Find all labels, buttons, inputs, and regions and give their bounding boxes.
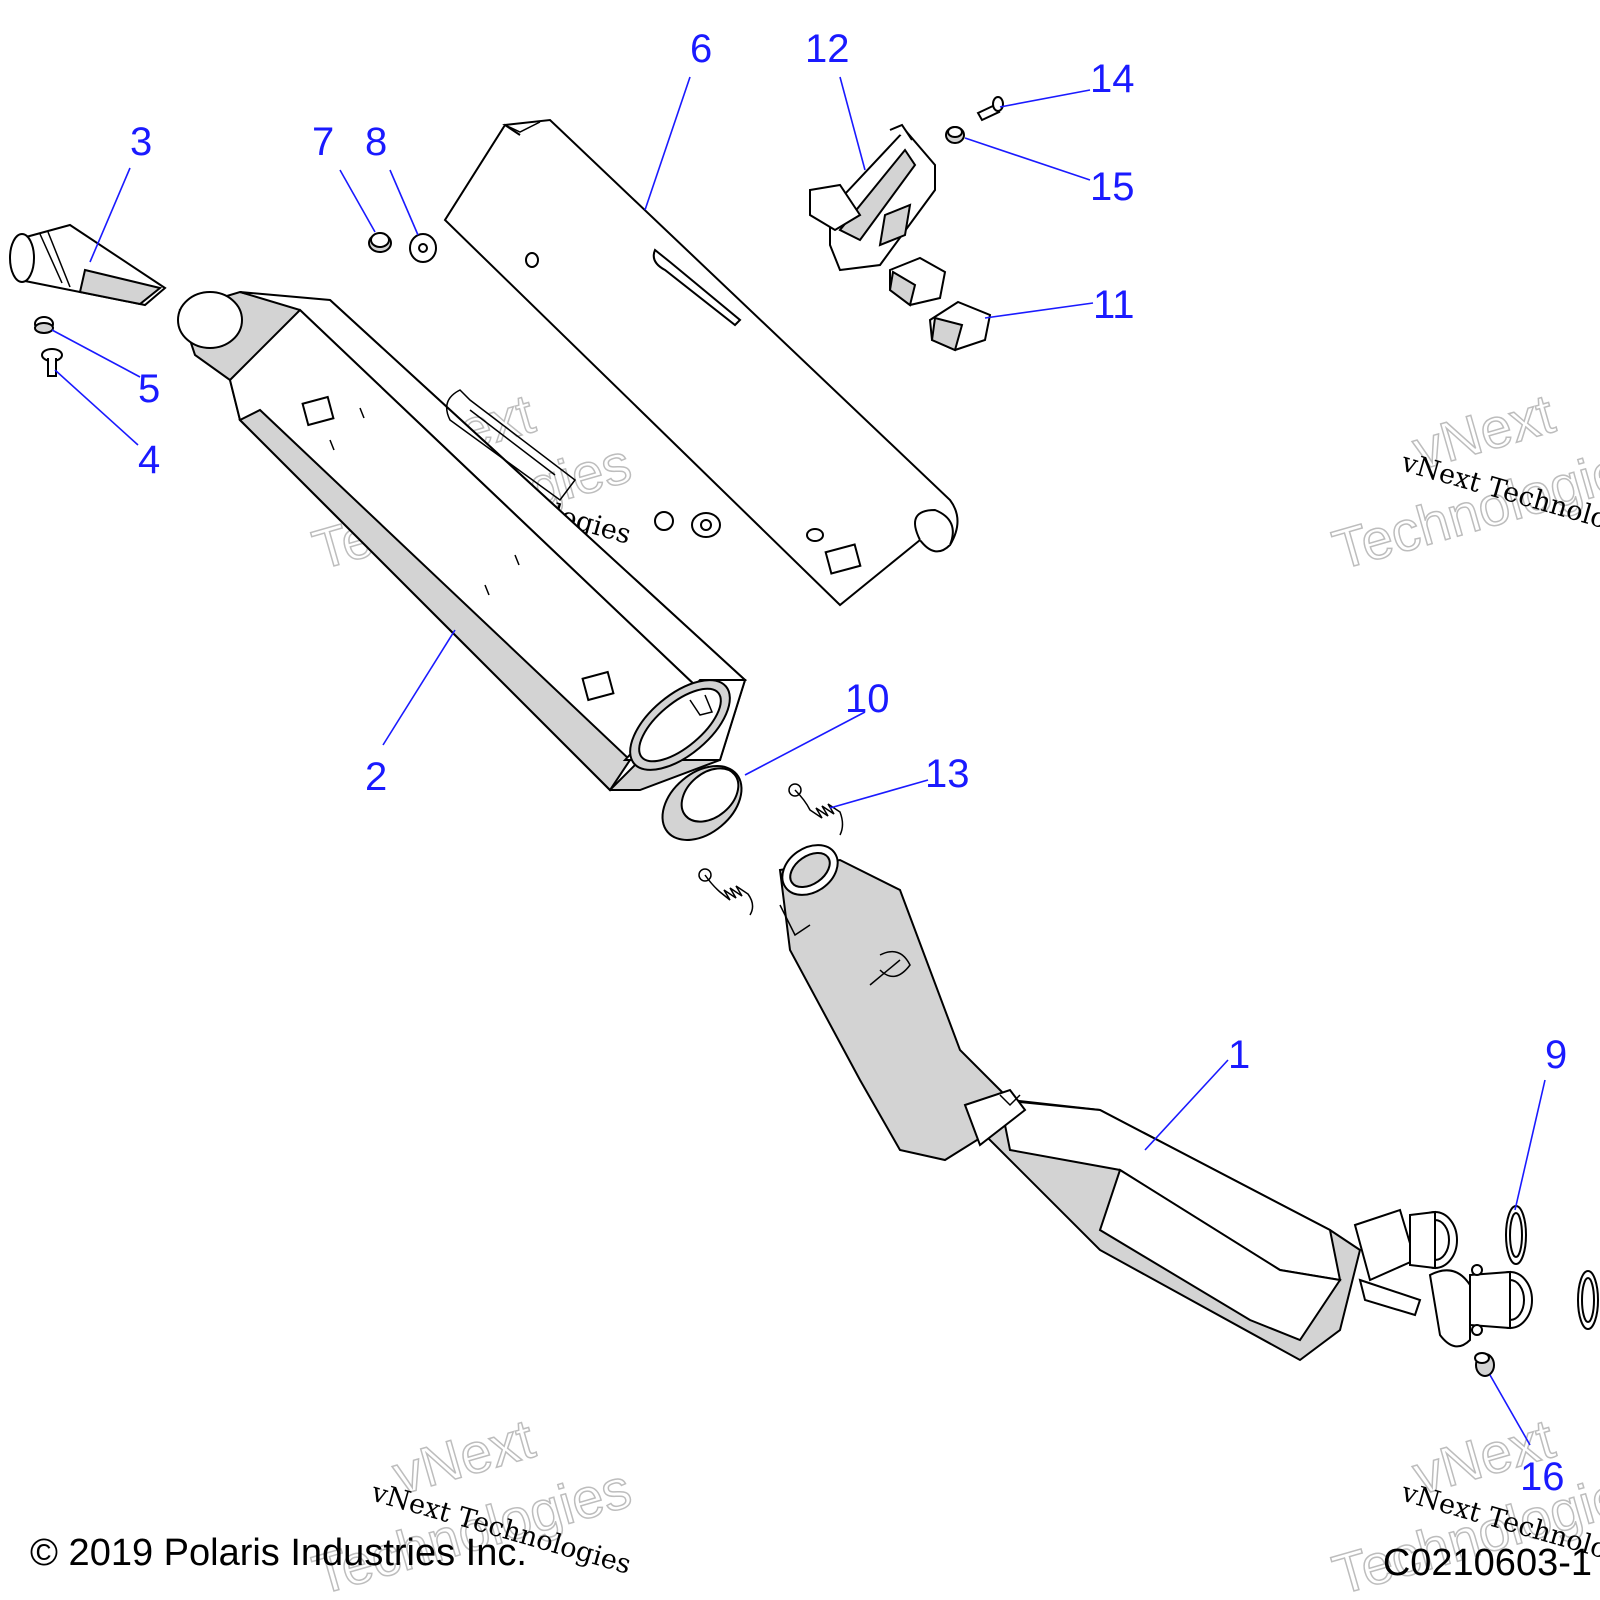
- part-gasket-ring: [661, 765, 743, 841]
- part-bolt-4: [41, 348, 63, 377]
- callout-4: 4: [138, 438, 160, 482]
- callout-2: 2: [365, 755, 387, 799]
- copyright-text: © 2019 Polaris Industries Inc.: [30, 1532, 527, 1574]
- part-gaskets: [1505, 1205, 1599, 1330]
- leader-lines: [51, 76, 1546, 1446]
- callout-13: 13: [925, 752, 970, 796]
- callout-9: 9: [1545, 1033, 1567, 1077]
- callout-1: 1: [1228, 1033, 1250, 1077]
- part-nut-16: [1474, 1352, 1495, 1377]
- part-washer-8: [409, 233, 437, 263]
- callout-10: 10: [845, 677, 890, 721]
- figure-id: C0210603-1: [1383, 1542, 1592, 1584]
- part-bolt-14: [976, 96, 1004, 122]
- callout-12: 12: [805, 27, 850, 71]
- part-isolators: [888, 256, 992, 352]
- callout-15: 15: [1090, 165, 1135, 209]
- callout-5: 5: [138, 367, 160, 411]
- callout-7: 7: [312, 120, 334, 164]
- callout-16: 16: [1520, 1455, 1565, 1499]
- callout-3: 3: [130, 120, 152, 164]
- part-muffler: [177, 290, 748, 792]
- part-nut-5: [34, 316, 54, 334]
- part-heat-shield: [443, 118, 959, 607]
- callout-6: 6: [690, 27, 712, 71]
- part-tailpipe-tip: [9, 223, 167, 307]
- part-head-pipe: [778, 844, 1533, 1362]
- callout-labels: 1 2 3 4 5 6 7 8 9 10 11 12 13 14 15 16: [130, 27, 1567, 1499]
- watermark-right: vNext Technologies vNext Technologies: [1325, 381, 1600, 583]
- callout-8: 8: [365, 120, 387, 164]
- part-spring-lower: [698, 868, 754, 916]
- part-bracket: [809, 123, 936, 272]
- part-nut-15: [945, 126, 965, 144]
- callout-14: 14: [1090, 57, 1135, 101]
- part-nut-7: [368, 232, 392, 253]
- part-spring-upper: [788, 783, 844, 836]
- callout-11: 11: [1093, 283, 1135, 327]
